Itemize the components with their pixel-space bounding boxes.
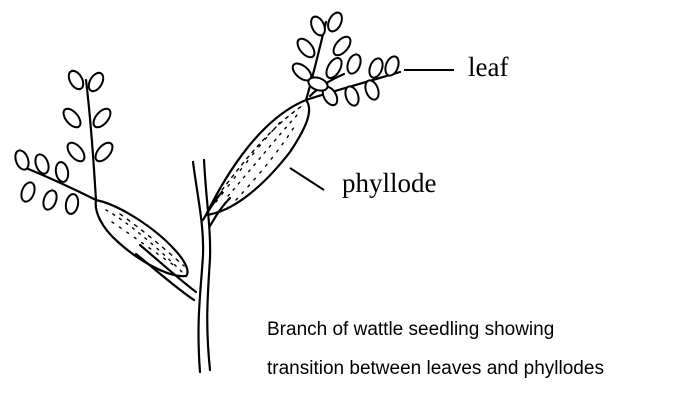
- leaf-label: leaf: [468, 54, 508, 81]
- upper-leaflets: [290, 10, 401, 107]
- phyllode-leader-line: [290, 168, 324, 190]
- left-phyllode: [96, 200, 188, 276]
- caption-line-1: Branch of wattle seedling showing: [267, 320, 554, 339]
- main-stem: [193, 160, 210, 372]
- upper-phyllode: [206, 100, 309, 215]
- phyllode-label: phyllode: [342, 170, 437, 197]
- left-leaflets: [13, 68, 116, 215]
- caption-line-2: transition between leaves and phyllodes: [267, 359, 604, 378]
